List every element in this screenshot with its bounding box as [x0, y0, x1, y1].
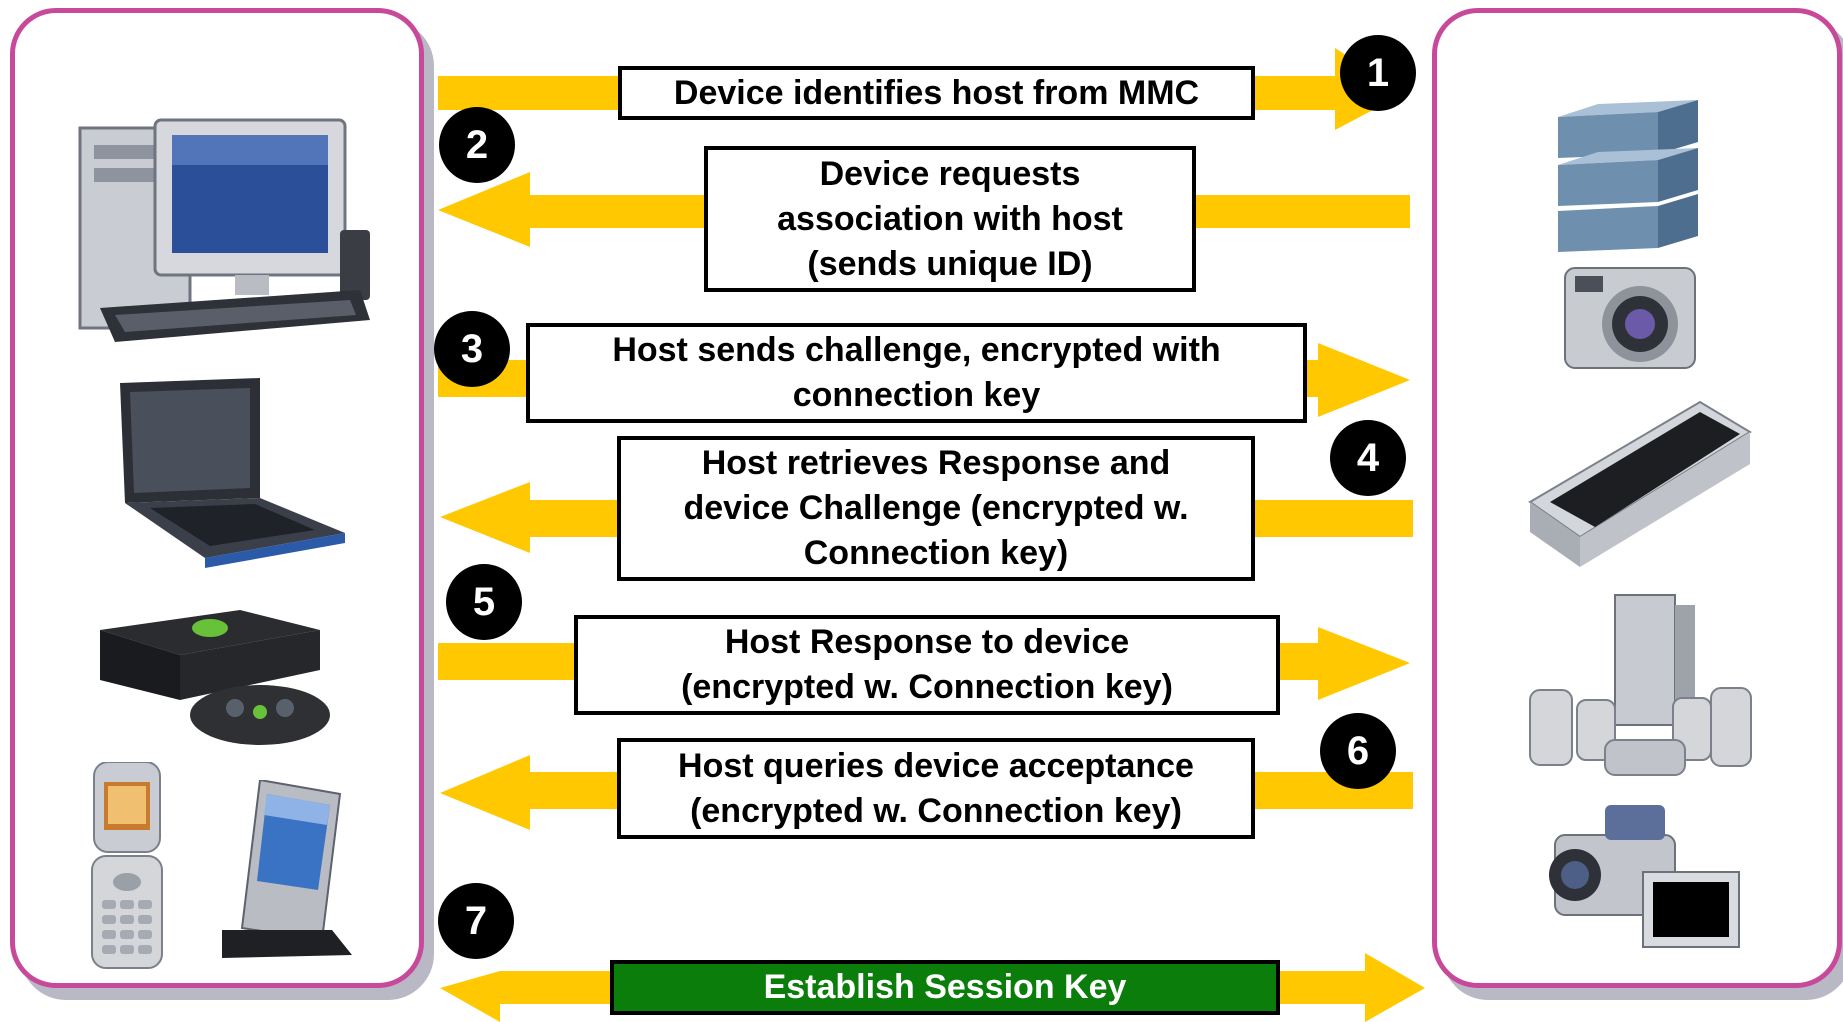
flip-phone-icon: [91, 762, 163, 969]
pda-icon: [222, 780, 352, 958]
step-2-box: Device requests association with host (s…: [704, 146, 1196, 292]
scanner-icon: [1528, 400, 1752, 567]
step-5-box: Host Response to device (encrypted w. Co…: [574, 615, 1280, 715]
step-1-badge: 1: [1340, 35, 1416, 111]
step-7-text: Establish Session Key: [763, 968, 1127, 1006]
step-2-badge: 2: [439, 107, 515, 183]
laptop-icon: [120, 378, 345, 568]
step-3-box: Host sends challenge, encrypted with con…: [526, 323, 1307, 423]
step-5-line-1: Host Response to device: [724, 623, 1130, 661]
step-5-line-2: (encrypted w. Connection key): [681, 668, 1173, 706]
step-6-line-2: (encrypted w. Connection key): [690, 791, 1182, 830]
step-7-badge: 7: [438, 883, 514, 959]
step-2-line-1: Device requests: [819, 154, 1081, 193]
step-2-line-2: association with host: [777, 199, 1123, 238]
step-6-badge: 6: [1320, 713, 1396, 789]
step-6-box: Host queries device acceptance (encrypte…: [617, 738, 1255, 839]
step-3-line-1: Host sends challenge, encrypted with: [612, 331, 1221, 369]
step-1-box: Device identifies host from MMC: [618, 66, 1255, 120]
step-3-badge: 3: [434, 311, 510, 387]
desktop-pc-icon: [78, 118, 370, 342]
step-4-line-2: device Challenge (encrypted w.: [683, 489, 1189, 527]
speaker-system-icon: [1529, 594, 1752, 776]
session-key-box: Establish Session Key: [610, 960, 1280, 1015]
step-4-line-1: Host retrieves Response and: [701, 444, 1171, 482]
external-drive-stack-icon: [1558, 100, 1698, 252]
game-console-icon: [100, 610, 330, 745]
camcorder-icon: [1549, 805, 1740, 948]
step-4-box: Host retrieves Response and device Chall…: [617, 436, 1255, 581]
step-5-badge: 5: [446, 564, 522, 640]
step-2-line-3: (sends unique ID): [807, 244, 1093, 283]
step-4-line-3: Connection key): [803, 534, 1069, 572]
step-1-text: Device identifies host from MMC: [673, 73, 1200, 112]
step-6-line-1: Host queries device acceptance: [678, 746, 1194, 785]
digital-camera-icon: [1564, 267, 1696, 369]
step-3-line-2: connection key: [792, 376, 1041, 414]
step-4-badge: 4: [1330, 420, 1406, 496]
